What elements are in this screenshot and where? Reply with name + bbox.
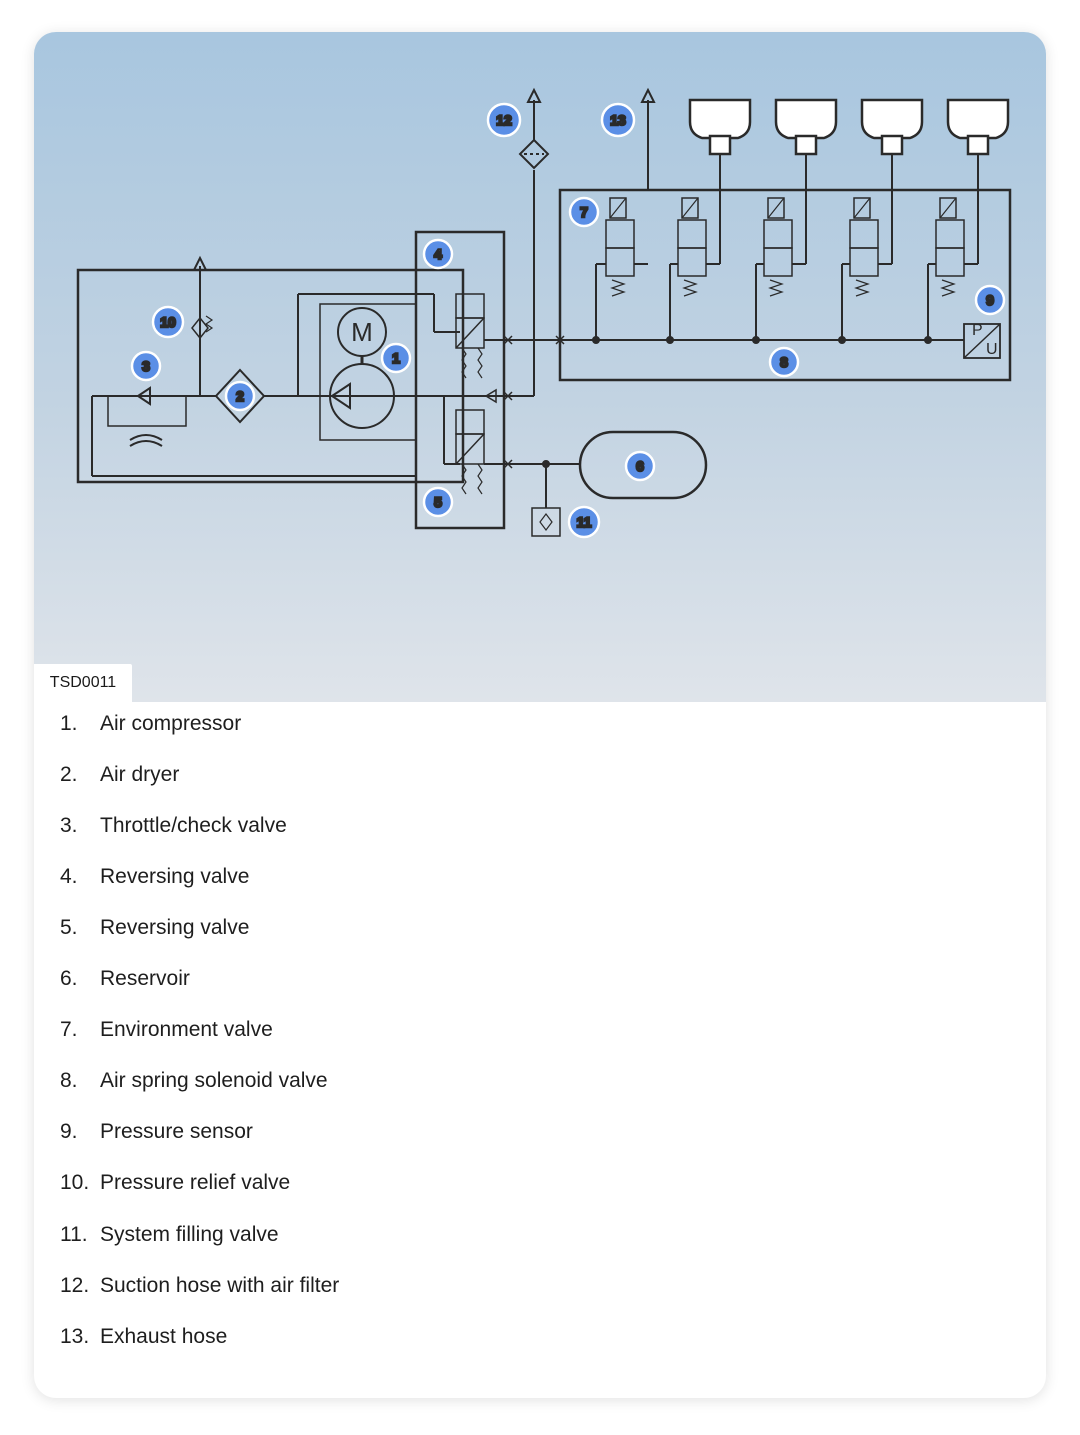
motor-frame <box>319 303 417 441</box>
svg-text:6: 6 <box>636 458 644 474</box>
callout-5: 5 <box>422 486 454 518</box>
legend-label: Suction hose with air filter <box>100 1274 340 1297</box>
air-spring-valve-1 <box>669 150 721 340</box>
legend-label: Air compressor <box>100 712 242 735</box>
svg-text:2: 2 <box>236 388 244 404</box>
suction-inlet-arrow <box>526 87 542 103</box>
callout-12: 12 <box>486 102 522 138</box>
legend-number: 13. <box>60 1325 90 1348</box>
callout-2: 2 <box>224 380 256 412</box>
svg-text:10: 10 <box>160 314 176 330</box>
filling-valve-symbol <box>531 507 561 537</box>
legend-label: Pressure sensor <box>100 1120 253 1143</box>
legend-number: 1. <box>60 712 78 735</box>
legend-label: Pressure relief valve <box>100 1171 291 1194</box>
callout-10: 10 <box>151 305 185 339</box>
legend-label: Exhaust hose <box>100 1325 228 1348</box>
exhaust-outlet-arrow <box>640 87 656 103</box>
callout-1: 1 <box>380 342 412 374</box>
air-spring-bellow-3 <box>860 98 924 140</box>
content-card: M <box>34 32 1046 1398</box>
legend-number: 3. <box>60 814 78 837</box>
environment-valve-symbol <box>595 197 648 340</box>
svg-text:8: 8 <box>780 354 788 370</box>
pneumatic-diagram: M <box>34 32 1046 702</box>
compressor-housing <box>76 268 465 484</box>
legend-number: 5. <box>60 916 78 939</box>
valve-block <box>414 230 506 530</box>
legend-number: 2. <box>60 763 78 786</box>
callout-13: 13 <box>600 102 636 138</box>
legend-label: System filling valve <box>100 1223 279 1246</box>
legend-number: 11. <box>60 1223 88 1246</box>
air-spring-bellow-2 <box>774 98 838 140</box>
svg-text:5: 5 <box>434 494 442 510</box>
callout-4: 4 <box>422 238 454 270</box>
legend-label: Reversing valve <box>100 916 250 939</box>
legend-label: Air dryer <box>100 763 180 786</box>
air-spring-bellow-1 <box>688 98 752 140</box>
distribution-block <box>558 188 1012 382</box>
throttle-symbol <box>129 434 163 441</box>
legend-number: 8. <box>60 1069 78 1092</box>
air-spring-valve-4 <box>927 150 979 340</box>
callout-6: 6 <box>624 450 656 482</box>
legend-label: Environment valve <box>100 1018 273 1041</box>
legend-label: Air spring solenoid valve <box>100 1069 328 1092</box>
air-spring-valve-3 <box>841 150 893 340</box>
pressure-sensor-symbol <box>963 323 1001 359</box>
throttle-valve-frame <box>107 395 187 427</box>
relief-valve-symbol <box>191 316 209 340</box>
callout-8: 8 <box>768 346 800 378</box>
air-spring-bellow-4 <box>946 98 1010 140</box>
legend-number: 10. <box>60 1171 90 1194</box>
svg-text:4: 4 <box>434 246 442 262</box>
reversing-valve-4 <box>455 317 485 349</box>
legend-number: 6. <box>60 967 78 990</box>
callout-3: 3 <box>130 350 162 382</box>
legend-number: 7. <box>60 1018 78 1041</box>
reservoir-symbol <box>578 430 708 500</box>
air-filter-symbol <box>518 138 550 170</box>
svg-text:12: 12 <box>496 112 512 128</box>
diagram-canvas: M <box>76 87 1012 539</box>
sensor-u-label: U <box>986 341 998 358</box>
callout-9: 9 <box>974 284 1006 316</box>
legend-label: Reversing valve <box>100 865 250 888</box>
figure-code: TSD0011 <box>34 664 132 702</box>
reversing-valve-5 <box>455 433 485 465</box>
relief-outlet-arrow <box>192 255 208 271</box>
callout-11: 11 <box>567 505 601 539</box>
legend-label: Throttle/check valve <box>100 814 287 837</box>
motor-label: M <box>351 317 373 347</box>
legend-number: 4. <box>60 865 78 888</box>
legend-number: 12. <box>60 1274 90 1297</box>
svg-text:11: 11 <box>577 514 592 530</box>
svg-text:13: 13 <box>610 112 626 128</box>
svg-text:1: 1 <box>392 350 400 366</box>
sensor-p-label: P <box>972 322 983 339</box>
air-spring-valve-2 <box>755 150 807 340</box>
legend-label: Reservoir <box>100 967 190 990</box>
svg-text:9: 9 <box>986 292 994 308</box>
svg-text:3: 3 <box>142 358 150 374</box>
legend-number: 9. <box>60 1120 78 1143</box>
svg-text:7: 7 <box>580 204 588 220</box>
air-dryer-symbol <box>214 368 266 424</box>
callout-7: 7 <box>568 196 600 228</box>
